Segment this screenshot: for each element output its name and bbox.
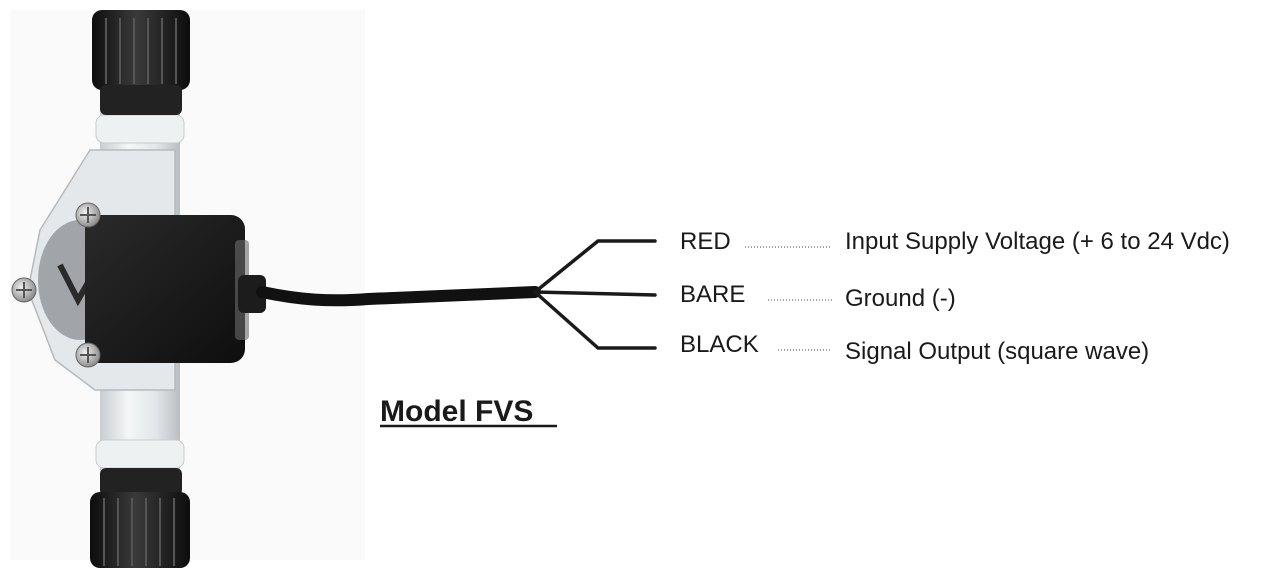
model-caption: Model FVS bbox=[380, 395, 557, 428]
wire-bare bbox=[533, 290, 657, 297]
wire-black bbox=[533, 290, 657, 350]
wire-color-label: BARE bbox=[680, 281, 745, 308]
wire-row-red: RED Input Supply Voltage (+ 6 to 24 Vdc) bbox=[680, 228, 1230, 255]
cable-strain-relief bbox=[238, 275, 266, 313]
top-cap bbox=[92, 10, 190, 115]
wire-description: Ground (-) bbox=[845, 285, 956, 312]
flow-sensor-illustration bbox=[10, 10, 365, 568]
tube-collar-top bbox=[95, 114, 185, 144]
wire-description: Signal Output (square wave) bbox=[845, 338, 1149, 365]
wire-color-label: RED bbox=[680, 228, 731, 255]
bottom-cap bbox=[90, 468, 190, 568]
tube-collar-bottom bbox=[95, 439, 185, 469]
electronics-box bbox=[85, 215, 245, 363]
model-title: Model FVS bbox=[380, 395, 533, 428]
wire-legend: RED Input Supply Voltage (+ 6 to 24 Vdc)… bbox=[680, 228, 1230, 365]
wire-color-label: BLACK bbox=[680, 331, 759, 358]
cable-assembly bbox=[256, 239, 657, 350]
wire-red bbox=[533, 239, 657, 294]
wire-row-bare: BARE Ground (-) bbox=[680, 281, 956, 312]
wire-row-black: BLACK Signal Output (square wave) bbox=[680, 331, 1149, 365]
main-cable bbox=[256, 286, 541, 307]
wire-description: Input Supply Voltage (+ 6 to 24 Vdc) bbox=[845, 228, 1230, 255]
